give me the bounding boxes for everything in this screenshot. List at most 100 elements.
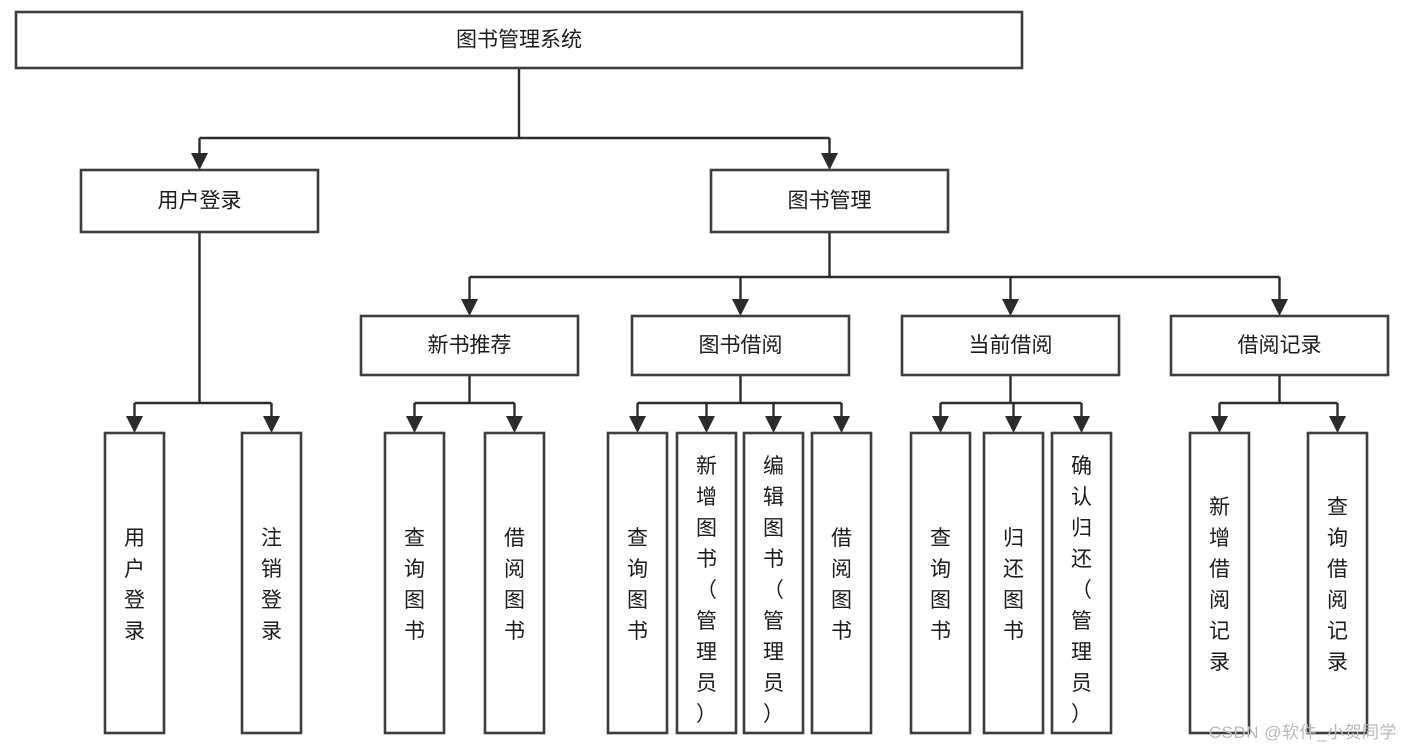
node-label: 图书管理系统 <box>456 29 582 52</box>
node-label-char: 图 <box>696 517 717 540</box>
node-box[interactable] <box>103 431 166 735</box>
node-label-char: 录 <box>1209 651 1230 674</box>
node-box[interactable] <box>1188 431 1251 735</box>
node-box[interactable] <box>982 431 1045 735</box>
node-label: 当前借阅 <box>969 334 1053 357</box>
node-label-char: 图 <box>930 589 951 612</box>
node-box[interactable] <box>900 314 1121 377</box>
node-label-char: 归 <box>1003 527 1024 550</box>
arrow-head-icon <box>406 416 423 433</box>
node-label-char: 书 <box>763 548 784 571</box>
node-box[interactable] <box>810 431 873 735</box>
arrow-head-icon <box>1329 416 1346 433</box>
node-current-borrow[interactable]: 当前借阅 <box>900 314 1121 377</box>
node-box[interactable] <box>742 431 805 735</box>
node-user-login[interactable]: 用户登录 <box>79 168 320 234</box>
node-label-char: 询 <box>627 558 648 581</box>
node-new-book-recommend[interactable]: 新书推荐 <box>359 314 580 377</box>
arrow-head-icon <box>732 299 749 316</box>
node-book-borrow[interactable]: 图书借阅 <box>630 314 851 377</box>
node-box[interactable] <box>709 168 950 234</box>
node-box[interactable] <box>383 431 446 735</box>
node-label-char: 员 <box>696 672 717 695</box>
node-label-char: 用 <box>124 527 145 550</box>
node-label-char: 理 <box>696 641 717 664</box>
node-box[interactable] <box>1306 431 1369 735</box>
node-label-char: 登 <box>124 589 145 612</box>
node-leaf-user-login[interactable]: 用户登录 <box>103 431 166 735</box>
node-label-char: 查 <box>404 527 425 550</box>
node-label-char: 管 <box>763 610 784 633</box>
node-label-char: 员 <box>1071 672 1092 695</box>
arrow-head-icon <box>698 416 715 433</box>
node-label-char: 询 <box>404 558 425 581</box>
node-box[interactable] <box>675 431 738 735</box>
node-label-char: 登 <box>261 589 282 612</box>
node-label-char: 记 <box>1209 620 1230 643</box>
node-label-char: 图 <box>404 589 425 612</box>
node-label-char: 书 <box>831 620 852 643</box>
node-label-char: 图 <box>627 589 648 612</box>
node-box[interactable] <box>630 314 851 377</box>
node-box[interactable] <box>79 168 320 234</box>
arrow-head-icon <box>932 416 949 433</box>
node-label-char: 确 <box>1071 455 1092 478</box>
node-label: 用户登录 <box>158 190 242 213</box>
arrow-head-icon <box>1002 299 1019 316</box>
arrow-head-icon <box>821 153 838 170</box>
node-label-char: 认 <box>1071 486 1092 509</box>
node-label-char: 新 <box>1209 496 1230 519</box>
node-label-char: 辑 <box>763 486 784 509</box>
node-label-char: 阅 <box>1327 589 1348 612</box>
node-label-char: 书 <box>1003 620 1024 643</box>
arrow-head-icon <box>126 416 143 433</box>
node-box[interactable] <box>359 314 580 377</box>
node-label-char: （ <box>696 579 717 602</box>
node-box[interactable] <box>909 431 972 735</box>
watermark-text: CSDN @软件_小贺同学 <box>1208 723 1397 742</box>
arrow-head-icon <box>765 416 782 433</box>
node-label-char: 借 <box>1209 558 1230 581</box>
arrow-head-icon <box>506 416 523 433</box>
arrow-head-icon <box>1005 416 1022 433</box>
node-label-char: 销 <box>261 558 282 581</box>
node-book-management[interactable]: 图书管理 <box>709 168 950 234</box>
node-label-char: 员 <box>763 672 784 695</box>
node-label-char: 记 <box>1327 620 1348 643</box>
node-label-char: 录 <box>261 620 282 643</box>
arrow-head-icon <box>1271 299 1288 316</box>
node-label-char: 图 <box>763 517 784 540</box>
node-box[interactable] <box>483 431 546 735</box>
node-box[interactable] <box>1050 431 1113 735</box>
node-root-root[interactable]: 图书管理系统 <box>14 10 1024 70</box>
node-box[interactable] <box>14 10 1024 70</box>
node-box[interactable] <box>1169 314 1390 377</box>
node-label-char: 书 <box>930 620 951 643</box>
node-label-char: 图 <box>831 589 852 612</box>
node-label-char: 增 <box>1209 527 1230 550</box>
node-borrow-record[interactable]: 借阅记录 <box>1169 314 1390 377</box>
node-label: 图书借阅 <box>699 334 783 357</box>
node-label-char: 录 <box>124 620 145 643</box>
node-label-char: 询 <box>930 558 951 581</box>
connector-layer <box>126 68 1346 433</box>
node-label-char: 书 <box>627 620 648 643</box>
node-label-char: 编 <box>763 455 784 478</box>
node-label-char: 图 <box>1003 589 1024 612</box>
node-label-char: 书 <box>696 548 717 571</box>
node-box[interactable] <box>606 431 669 735</box>
node-box[interactable] <box>240 431 303 735</box>
